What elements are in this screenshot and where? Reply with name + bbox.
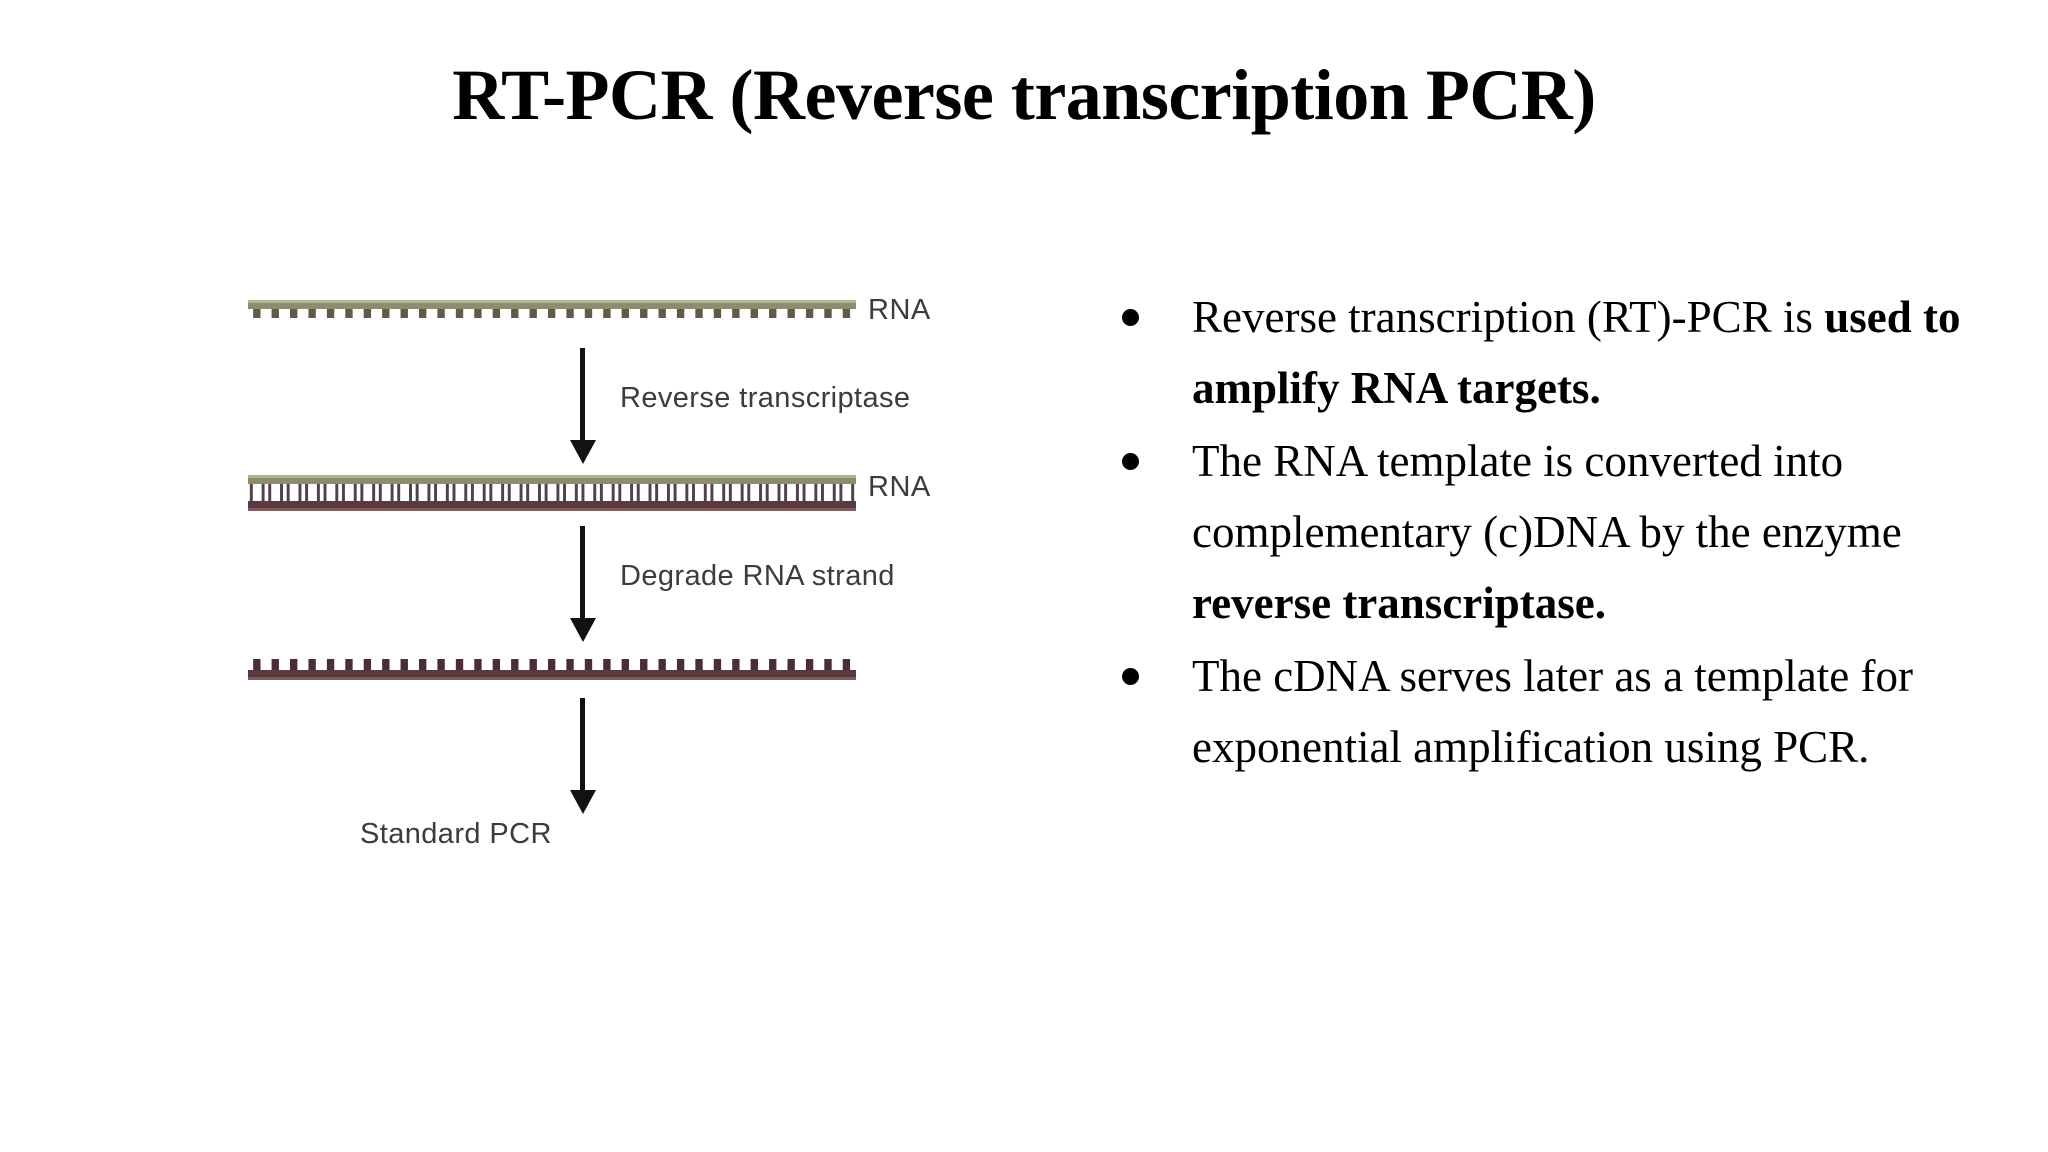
strand-label-rna-hybrid: RNA <box>868 471 931 503</box>
list-item: The cDNA serves later as a template for … <box>1110 641 2010 783</box>
page-title: RT-PCR (Reverse transcription PCR) <box>452 55 1596 135</box>
step-label-standard-pcr: Standard PCR <box>360 818 552 850</box>
list-item: Reverse transcription (RT)-PCR is used t… <box>1110 282 2010 424</box>
bullet-text-2: The RNA template is converted into compl… <box>1192 436 1902 628</box>
bullet-list: Reverse transcription (RT)-PCR is used t… <box>1110 282 2010 785</box>
strand-label-rna-top: RNA <box>868 294 931 326</box>
arrow-reverse-transcriptase <box>570 348 596 464</box>
arrow-degrade-rna <box>570 526 596 642</box>
step-label-reverse-transcriptase: Reverse transcriptase <box>620 382 911 414</box>
bullet-text-1: Reverse transcription (RT)-PCR is used t… <box>1192 292 1961 413</box>
arrow-standard-pcr <box>570 698 596 814</box>
rna-cdna-hybrid-icon <box>248 475 856 511</box>
bullet-marker-icon <box>1122 453 1139 470</box>
rt-pcr-workflow-diagram: RNA Reverse transcriptase RNA Degrade RN… <box>248 290 1028 970</box>
bullet-marker-icon <box>1122 668 1139 685</box>
rna-strand-icon <box>248 300 856 318</box>
bullet-marker-icon <box>1122 309 1139 326</box>
step-label-degrade-rna-strand: Degrade RNA strand <box>620 560 895 592</box>
bullet-text-3: The cDNA serves later as a template for … <box>1192 651 1913 772</box>
cdna-strand-icon <box>248 659 856 680</box>
list-item: The RNA template is converted into compl… <box>1110 426 2010 639</box>
